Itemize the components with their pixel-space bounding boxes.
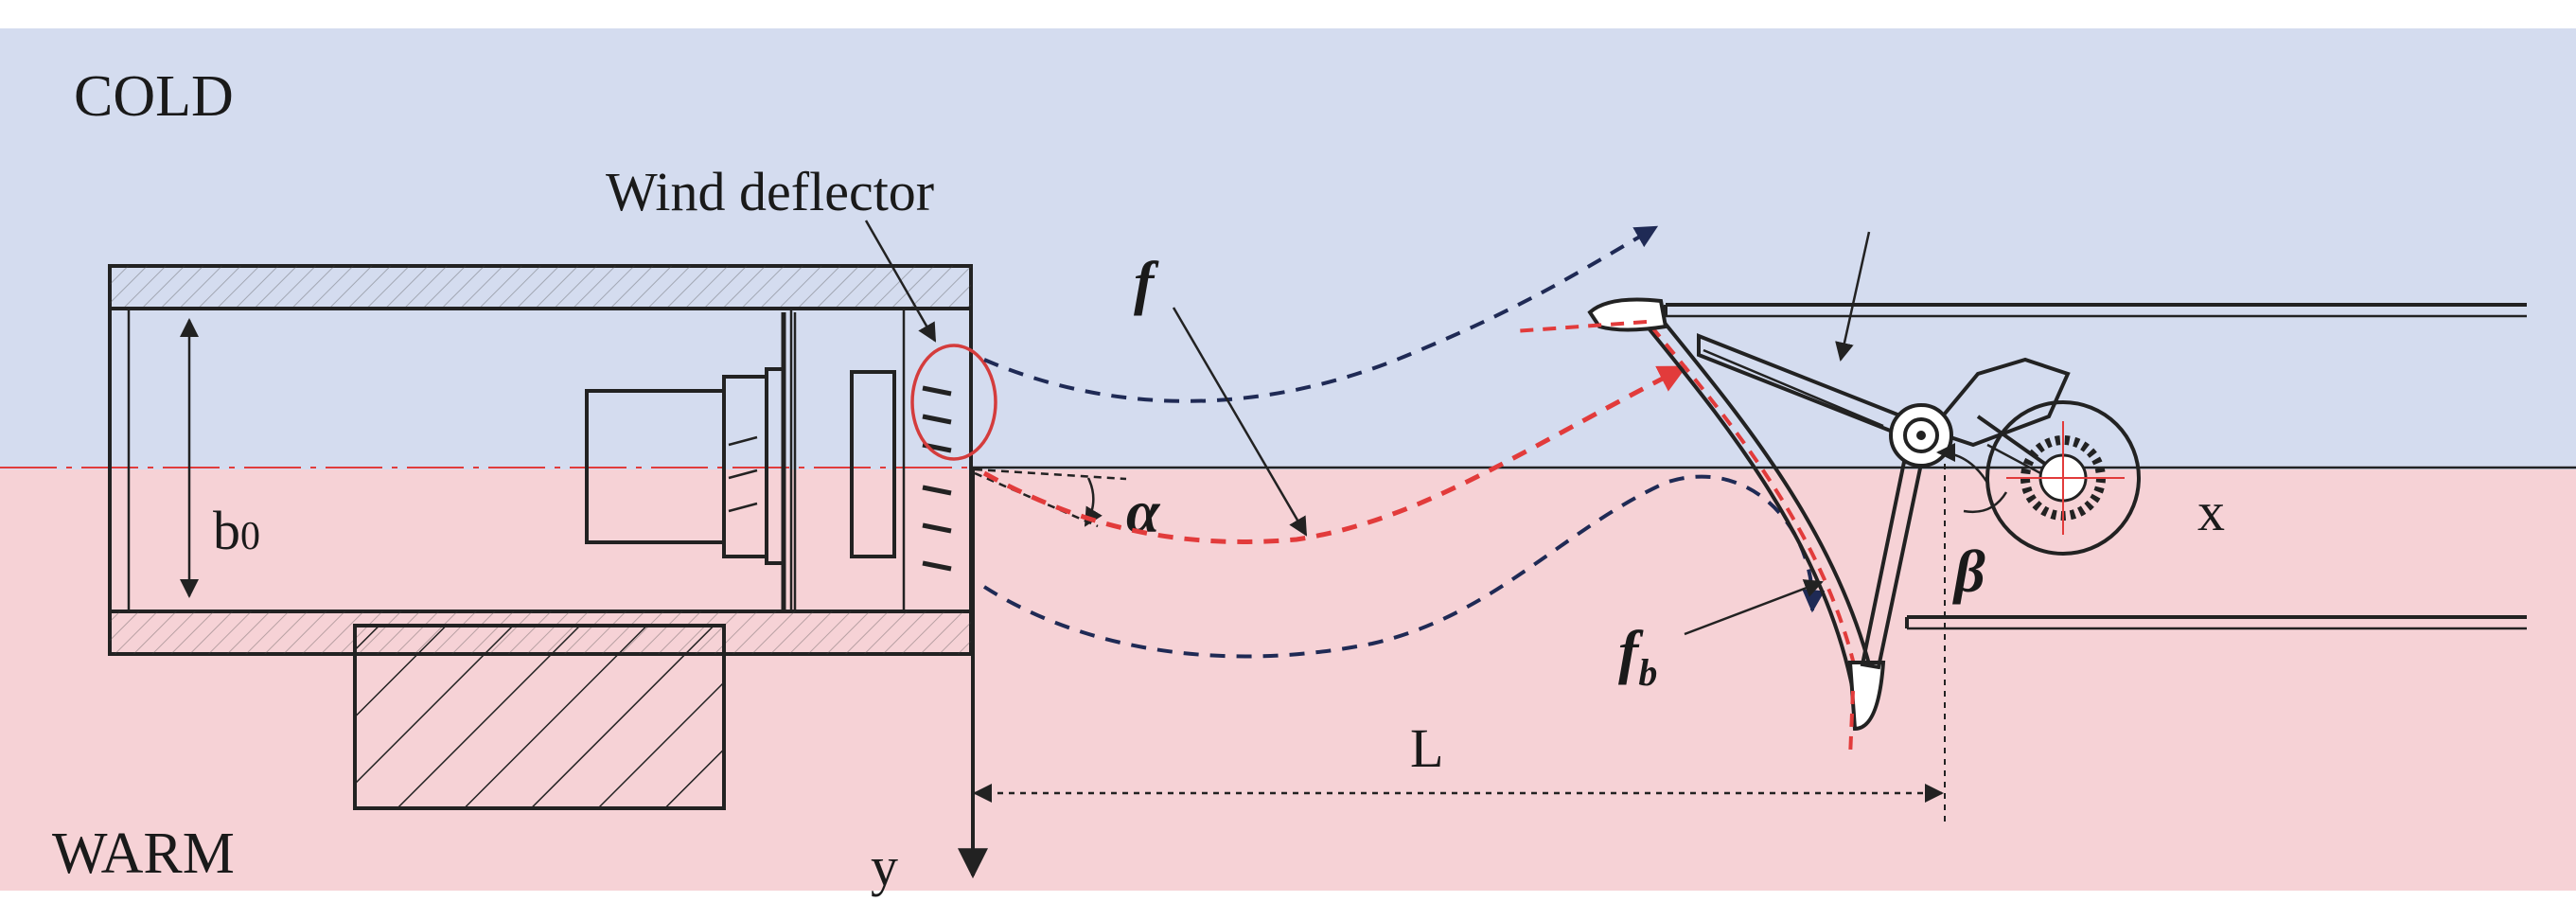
cold-label: COLD — [74, 64, 234, 129]
length-label: L — [1410, 717, 1443, 779]
beta-label: β — [1952, 538, 1985, 605]
jet-main-red — [982, 364, 1687, 544]
motor-base — [353, 624, 726, 810]
receiver-duct — [1664, 303, 2527, 630]
alpha-label: α — [1126, 478, 1161, 545]
receiver-scoop-icon — [1513, 297, 1886, 758]
y-axis-label: y — [871, 836, 898, 897]
cold-zone — [0, 28, 2576, 469]
fan-icon — [585, 312, 896, 610]
receiver-pointer — [1835, 231, 1871, 362]
warm-label: WARM — [52, 822, 235, 886]
x-axis-label: x — [2197, 481, 2225, 542]
gear-icon — [1985, 400, 2141, 556]
wind-deflector-label: Wind deflector — [606, 161, 934, 222]
b0-label: b0 — [213, 500, 260, 561]
wind-deflector-pointer — [864, 220, 937, 343]
jet-lower-blue — [982, 474, 1826, 659]
wind-deflector-icon — [910, 344, 997, 572]
pivot-icon — [1889, 403, 1953, 468]
jet-upper-blue — [983, 225, 1659, 403]
